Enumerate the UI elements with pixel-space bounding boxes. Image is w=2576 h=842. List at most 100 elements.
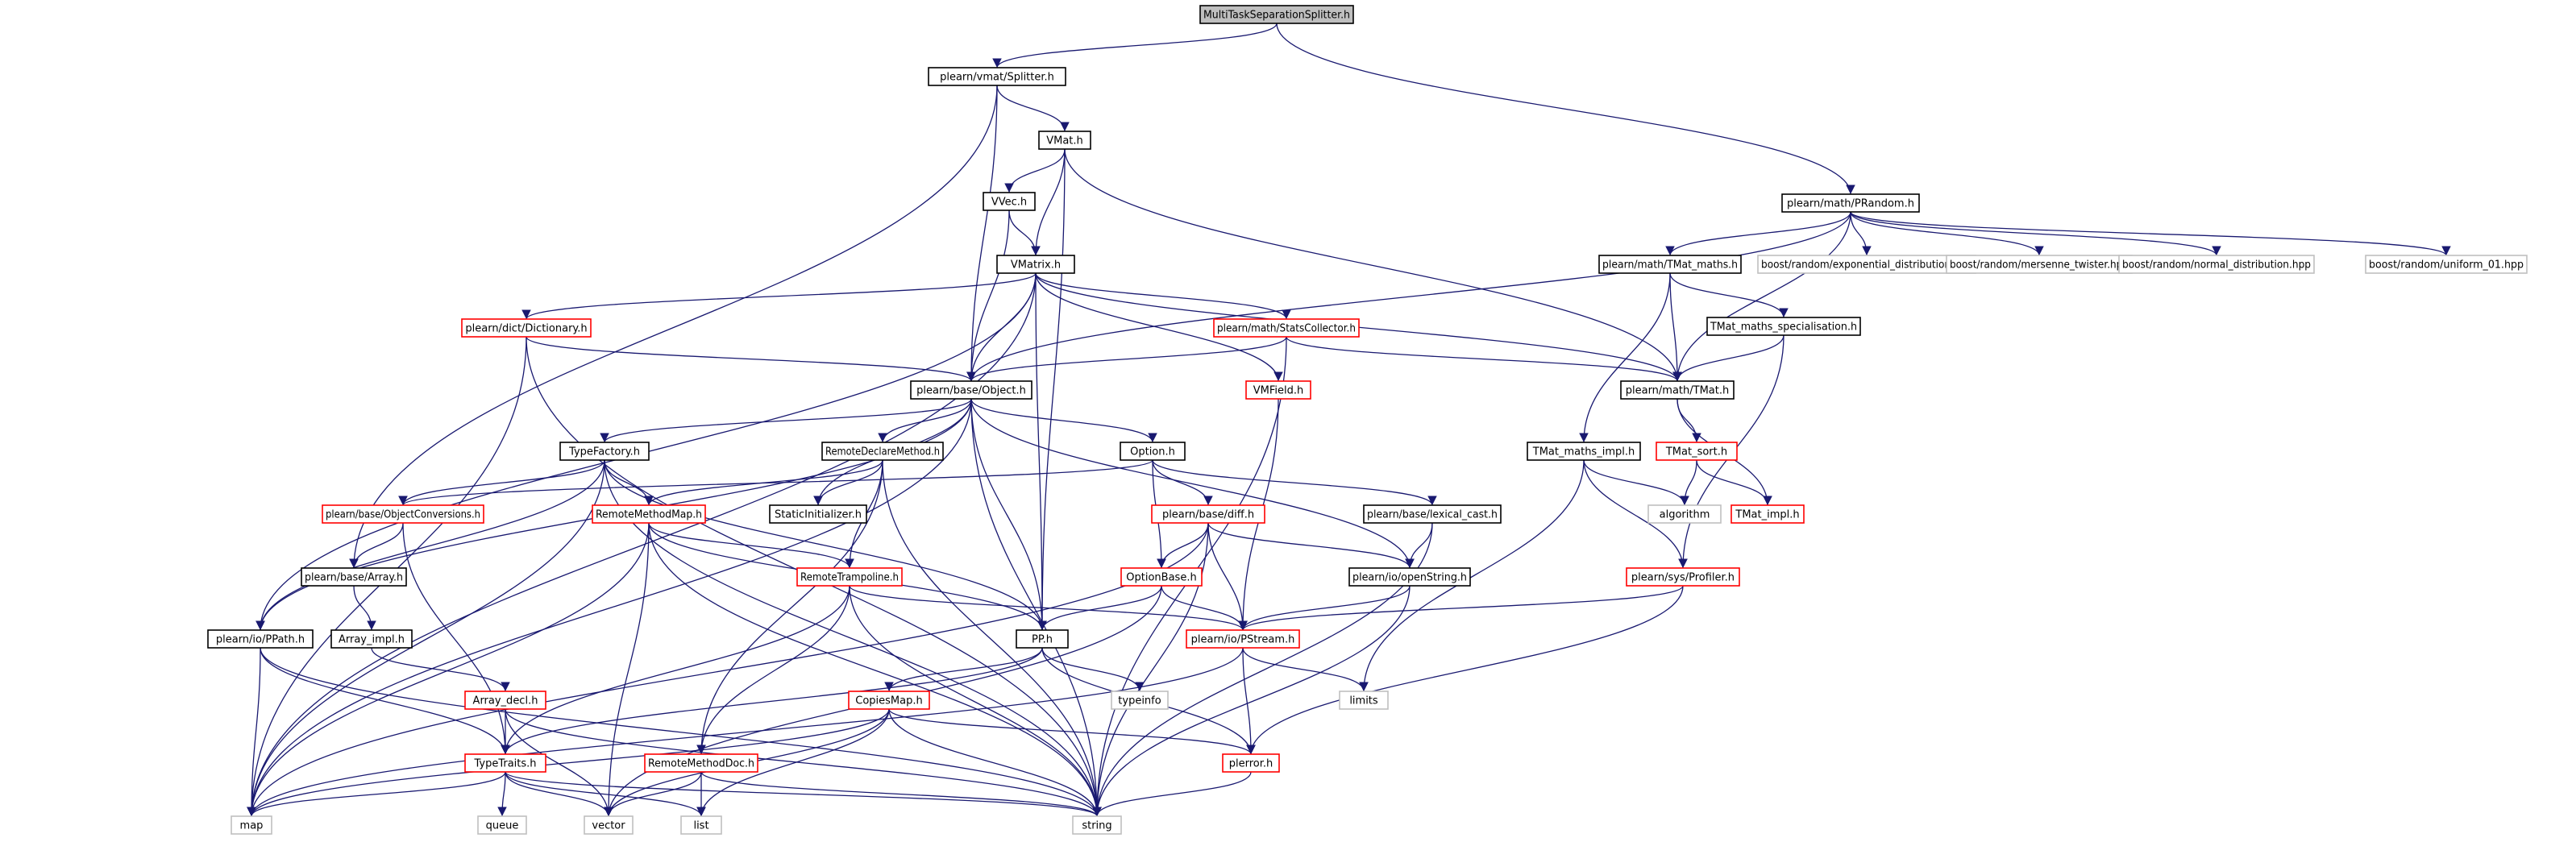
node-array_decl[interactable]: Array_decl.h: [464, 691, 546, 710]
node-plerror[interactable]: plerror.h: [1222, 753, 1280, 773]
node-limits: limits: [1339, 691, 1389, 710]
edge-statscollector-to-object: [966, 336, 1287, 382]
node-label: plearn/io/PPath.h: [216, 634, 305, 646]
node-staticinit[interactable]: StaticInitializer.h: [769, 504, 867, 524]
node-label: RemoteMethodDoc.h: [648, 758, 754, 770]
node-box: [1656, 442, 1738, 461]
node-box: [464, 691, 546, 710]
node-label: limits: [1349, 695, 1378, 707]
edge-array_decl-to-vector: [505, 708, 613, 817]
edge-prandom-to-boost_uni: [1850, 211, 2451, 256]
node-vvec[interactable]: VVec.h: [983, 192, 1036, 211]
edge-vvec-to-object: [966, 209, 1010, 382]
node-label: VMField.h: [1253, 385, 1304, 397]
node-label: RemoteTrampoline.h: [800, 572, 899, 584]
node-objconv[interactable]: plearn/base/ObjectConversions.h: [322, 504, 484, 524]
node-typefactory[interactable]: TypeFactory.h: [559, 442, 650, 461]
edge-typetraits-to-queue: [497, 771, 507, 817]
edge-option-to-objconv: [398, 459, 1153, 506]
node-optionbase[interactable]: OptionBase.h: [1120, 567, 1203, 587]
node-label: plearn/base/ObjectConversions.h: [326, 509, 480, 521]
node-copiesmap[interactable]: CopiesMap.h: [848, 691, 930, 710]
node-openstring[interactable]: plearn/io/openString.h: [1348, 567, 1471, 587]
node-map: map: [231, 815, 272, 835]
edge-ppath-to-map: [247, 647, 261, 817]
node-prandom[interactable]: plearn/math/PRandom.h: [1781, 193, 1920, 213]
node-tmat[interactable]: plearn/math/TMat.h: [1620, 380, 1735, 400]
node-tmat_spec[interactable]: TMat_maths_specialisation.h: [1706, 317, 1861, 336]
edge-tmat-to-tmat_sort: [1676, 398, 1701, 443]
edge-option-to-lexical: [1152, 459, 1437, 506]
node-box: [769, 504, 867, 524]
node-label: Option.h: [1130, 446, 1175, 458]
node-option[interactable]: Option.h: [1120, 442, 1186, 461]
node-remotedeclare[interactable]: RemoteDeclareMethod.h: [821, 442, 944, 461]
node-pp[interactable]: PP.h: [1016, 629, 1069, 649]
edge-typetraits-to-list: [505, 771, 706, 817]
edge-remotetramp-to-string: [849, 585, 1102, 817]
node-tmat_impl_h[interactable]: TMat_maths_impl.h: [1527, 442, 1641, 461]
node-label: TMat_sort.h: [1665, 446, 1727, 458]
node-profiler[interactable]: plearn/sys/Profiler.h: [1626, 567, 1740, 587]
node-vmat[interactable]: VMat.h: [1038, 131, 1091, 150]
node-array_impl[interactable]: Array_impl.h: [330, 629, 413, 649]
edge-tmat_sort-to-tmat_impl: [1696, 459, 1772, 506]
edge-remotedeclare-to-staticinit: [813, 459, 883, 506]
node-label: plearn/base/Array.h: [305, 572, 403, 584]
node-label: RemoteDeclareMethod.h: [825, 446, 940, 458]
node-box: [1151, 504, 1265, 524]
node-mtss[interactable]: MultiTaskSeparationSplitter.h: [1199, 5, 1354, 24]
node-remotemethodmap[interactable]: RemoteMethodMap.h: [592, 504, 706, 524]
edge-optionbase-to-pp: [1037, 585, 1162, 631]
node-label: boost/random/exponential_distribution.hp…: [1761, 259, 1972, 272]
edge-copiesmap-to-plerror: [888, 708, 1256, 755]
node-label: queue: [486, 820, 519, 832]
node-vmfield[interactable]: VMField.h: [1245, 380, 1311, 400]
edge-option-to-diff: [1152, 459, 1213, 506]
node-array[interactable]: plearn/base/Array.h: [301, 567, 407, 587]
node-label: plearn/base/diff.h: [1162, 509, 1254, 521]
node-dictionary[interactable]: plearn/dict/Dictionary.h: [461, 318, 592, 338]
edge-object-to-map: [247, 398, 972, 817]
edge-plerror-to-string: [1092, 771, 1252, 817]
node-box: [1038, 131, 1091, 150]
edge-object-to-remotedeclare: [878, 398, 972, 443]
edge-splitter-to-object: [966, 85, 998, 382]
edge-remotemethodmap-to-map: [247, 522, 650, 817]
edge-mtss-to-prandom: [1276, 23, 1855, 195]
node-box: [461, 318, 592, 338]
edge-ppath-to-typetraits: [260, 647, 510, 755]
node-remotetramp[interactable]: RemoteTrampoline.h: [796, 567, 903, 587]
edge-profiler-to-pstream: [1238, 585, 1684, 631]
node-ppath[interactable]: plearn/io/PPath.h: [207, 629, 314, 649]
node-box: [2365, 255, 2528, 274]
node-typetraits[interactable]: TypeTraits.h: [464, 753, 546, 773]
node-vmatrix[interactable]: VMatrix.h: [996, 255, 1075, 274]
node-splitter[interactable]: plearn/vmat/Splitter.h: [928, 67, 1066, 86]
node-object[interactable]: plearn/base/Object.h: [910, 380, 1032, 400]
edge-typefactory-to-map: [247, 459, 605, 817]
node-pstream[interactable]: plearn/io/PStream.h: [1186, 629, 1300, 649]
node-statscollector[interactable]: plearn/math/StatsCollector.h: [1213, 318, 1360, 338]
node-label: TypeFactory.h: [568, 446, 640, 458]
node-string: string: [1072, 815, 1122, 835]
edge-remotemethodmap-to-remotetramp: [648, 522, 854, 569]
node-label: plearn/vmat/Splitter.h: [940, 72, 1054, 84]
node-box: [231, 815, 272, 835]
node-tmat_sort[interactable]: TMat_sort.h: [1656, 442, 1738, 461]
edge-typefactory-to-pp: [604, 459, 1047, 631]
node-box: [322, 504, 484, 524]
node-remotemethoddoc[interactable]: RemoteMethodDoc.h: [644, 753, 758, 773]
node-lexical[interactable]: plearn/base/lexical_cast.h: [1363, 504, 1502, 524]
node-box: [1016, 629, 1069, 649]
node-diff[interactable]: plearn/base/diff.h: [1151, 504, 1265, 524]
node-label: Array_decl.h: [473, 695, 538, 707]
node-box: [559, 442, 650, 461]
node-box: [1072, 815, 1122, 835]
edge-object-to-pp: [970, 398, 1047, 631]
edge-object-to-openstring: [970, 398, 1415, 569]
node-tmat_maths[interactable]: plearn/math/TMat_maths.h: [1598, 255, 1742, 274]
node-tmat_impl[interactable]: TMat_impl.h: [1730, 504, 1805, 524]
edge-vmatrix-to-vmfield: [1035, 272, 1283, 382]
edge-tmat_sort-to-algorithm: [1680, 459, 1697, 506]
